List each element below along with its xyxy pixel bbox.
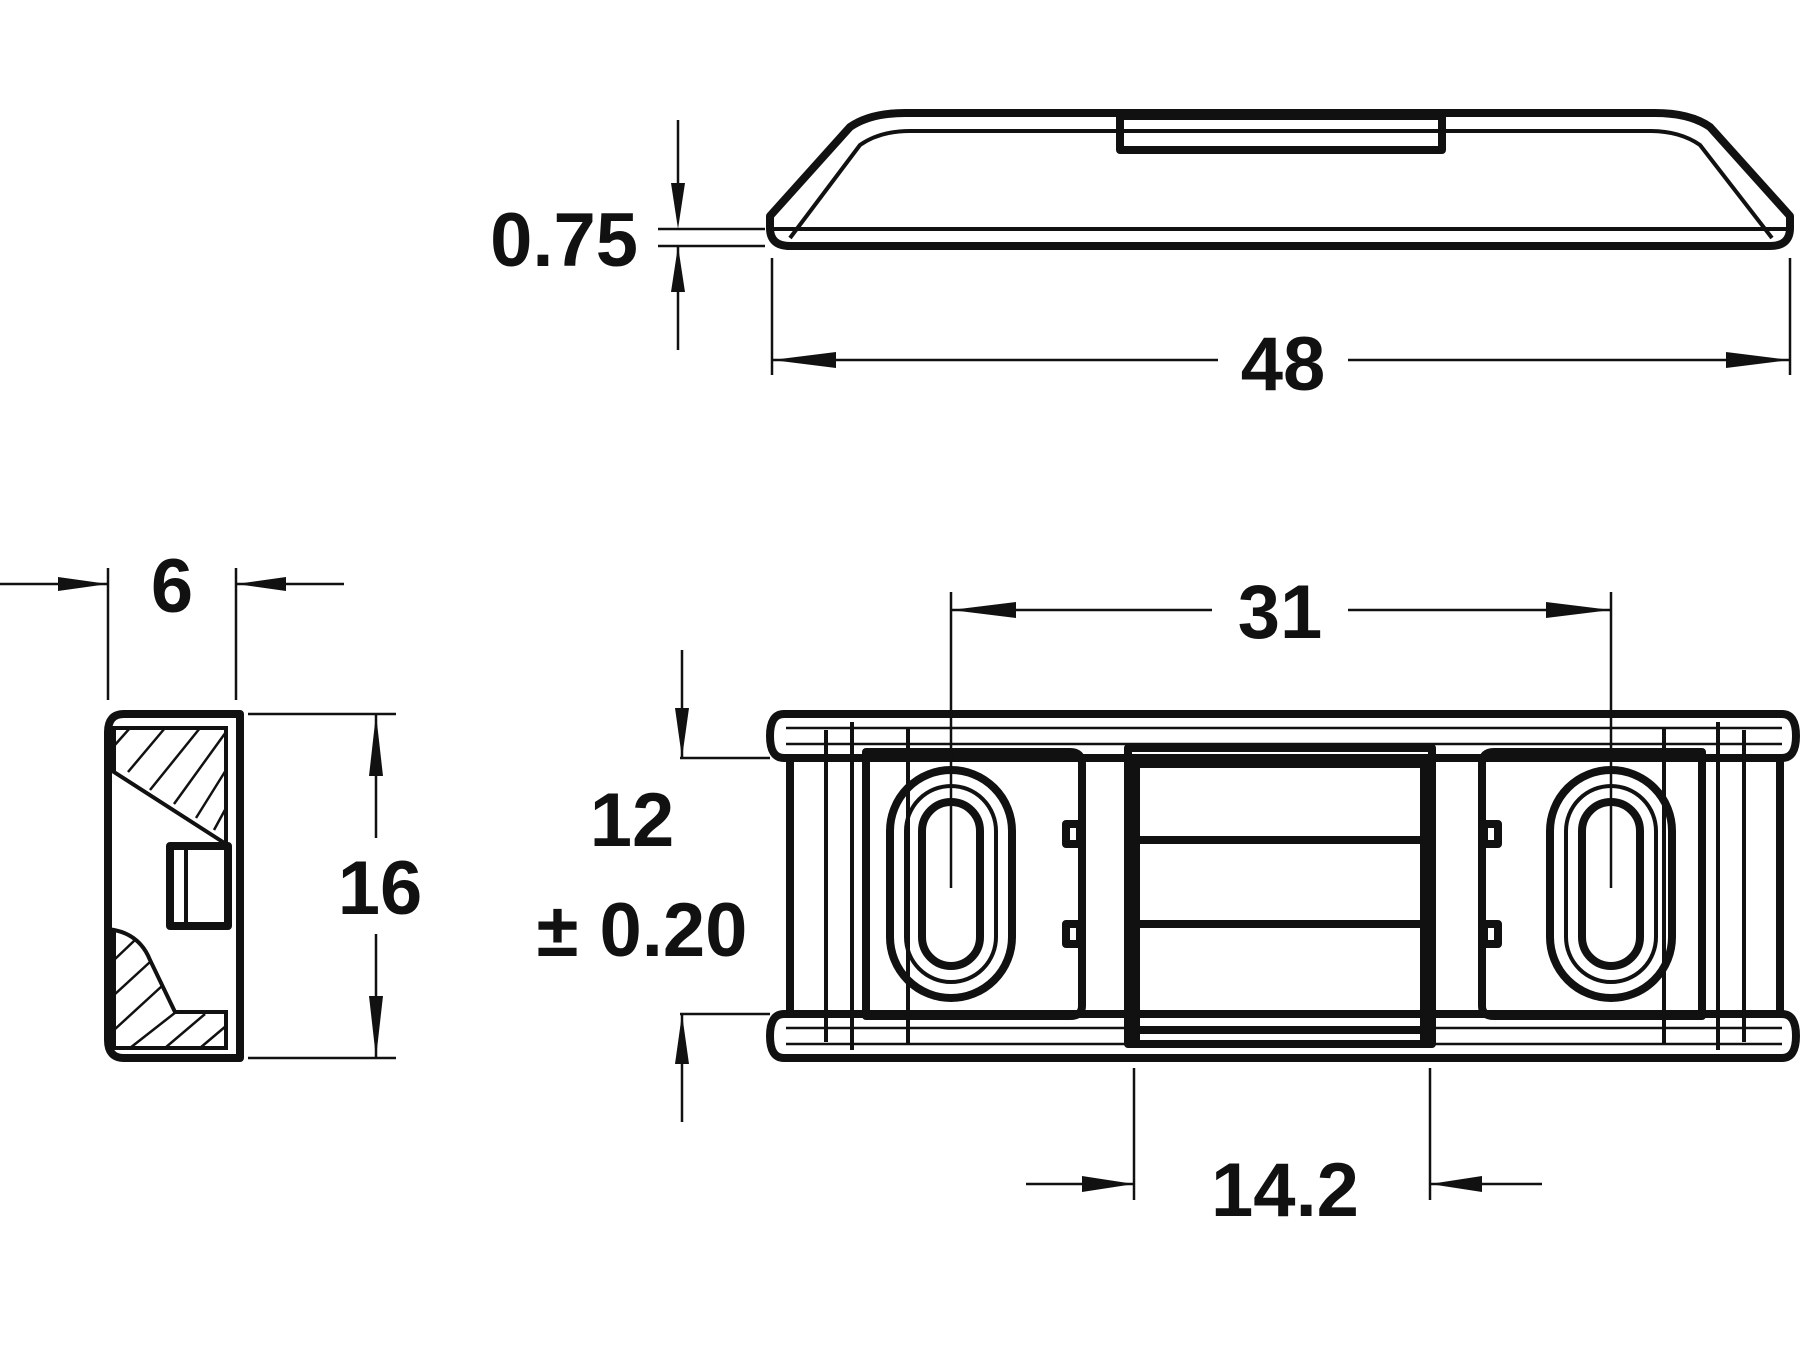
- center-magnet-block: [1124, 744, 1436, 1048]
- section-lower-wedge: [112, 927, 228, 1050]
- inner-tolerance-label: ± 0.20: [537, 888, 748, 973]
- left-clip-top: [1062, 820, 1084, 848]
- dimension-inner-height: 12 ± 0.20: [537, 650, 770, 1122]
- dimension-hole-spacing: 31: [949, 570, 1613, 888]
- inner-height-label: 12: [590, 778, 675, 863]
- left-pocket: [862, 748, 1086, 1020]
- side-section-view: [104, 710, 244, 1062]
- thickness-label: 0.75: [490, 198, 638, 283]
- left-clip-bottom: [1062, 920, 1084, 948]
- plate-inner-outline: [788, 129, 1774, 240]
- section-outline: [104, 710, 244, 1062]
- center-width-label: 14.2: [1211, 1148, 1359, 1233]
- dimension-height: 16: [248, 712, 423, 1060]
- width-label: 6: [151, 544, 193, 629]
- dimension-thickness: 0.75: [490, 120, 765, 350]
- lower-hatching: [113, 939, 227, 1049]
- height-label: 16: [338, 846, 423, 931]
- section-upper-wedge: [112, 726, 228, 848]
- bottom-rail: [766, 1010, 1800, 1062]
- right-clip-bottom: [1480, 920, 1502, 948]
- dimension-center-width: 14.2: [1026, 1068, 1542, 1233]
- plate-center-recess: [1116, 112, 1446, 154]
- section-slot: [166, 842, 232, 930]
- front-view: [766, 710, 1800, 1062]
- plate-outer-outline: [766, 109, 1794, 250]
- hole-spacing-label: 31: [1238, 570, 1323, 655]
- right-clip-top: [1480, 820, 1502, 848]
- dimension-width: 6: [0, 544, 344, 700]
- top-plate-view: [766, 109, 1794, 250]
- body-frame: [786, 754, 1784, 1018]
- upper-hatching: [113, 727, 228, 831]
- dimension-overall-length: 48: [770, 258, 1792, 407]
- center-block-bands: [1124, 760, 1436, 1048]
- right-pocket: [1478, 748, 1706, 1020]
- overall-length-label: 48: [1241, 322, 1326, 407]
